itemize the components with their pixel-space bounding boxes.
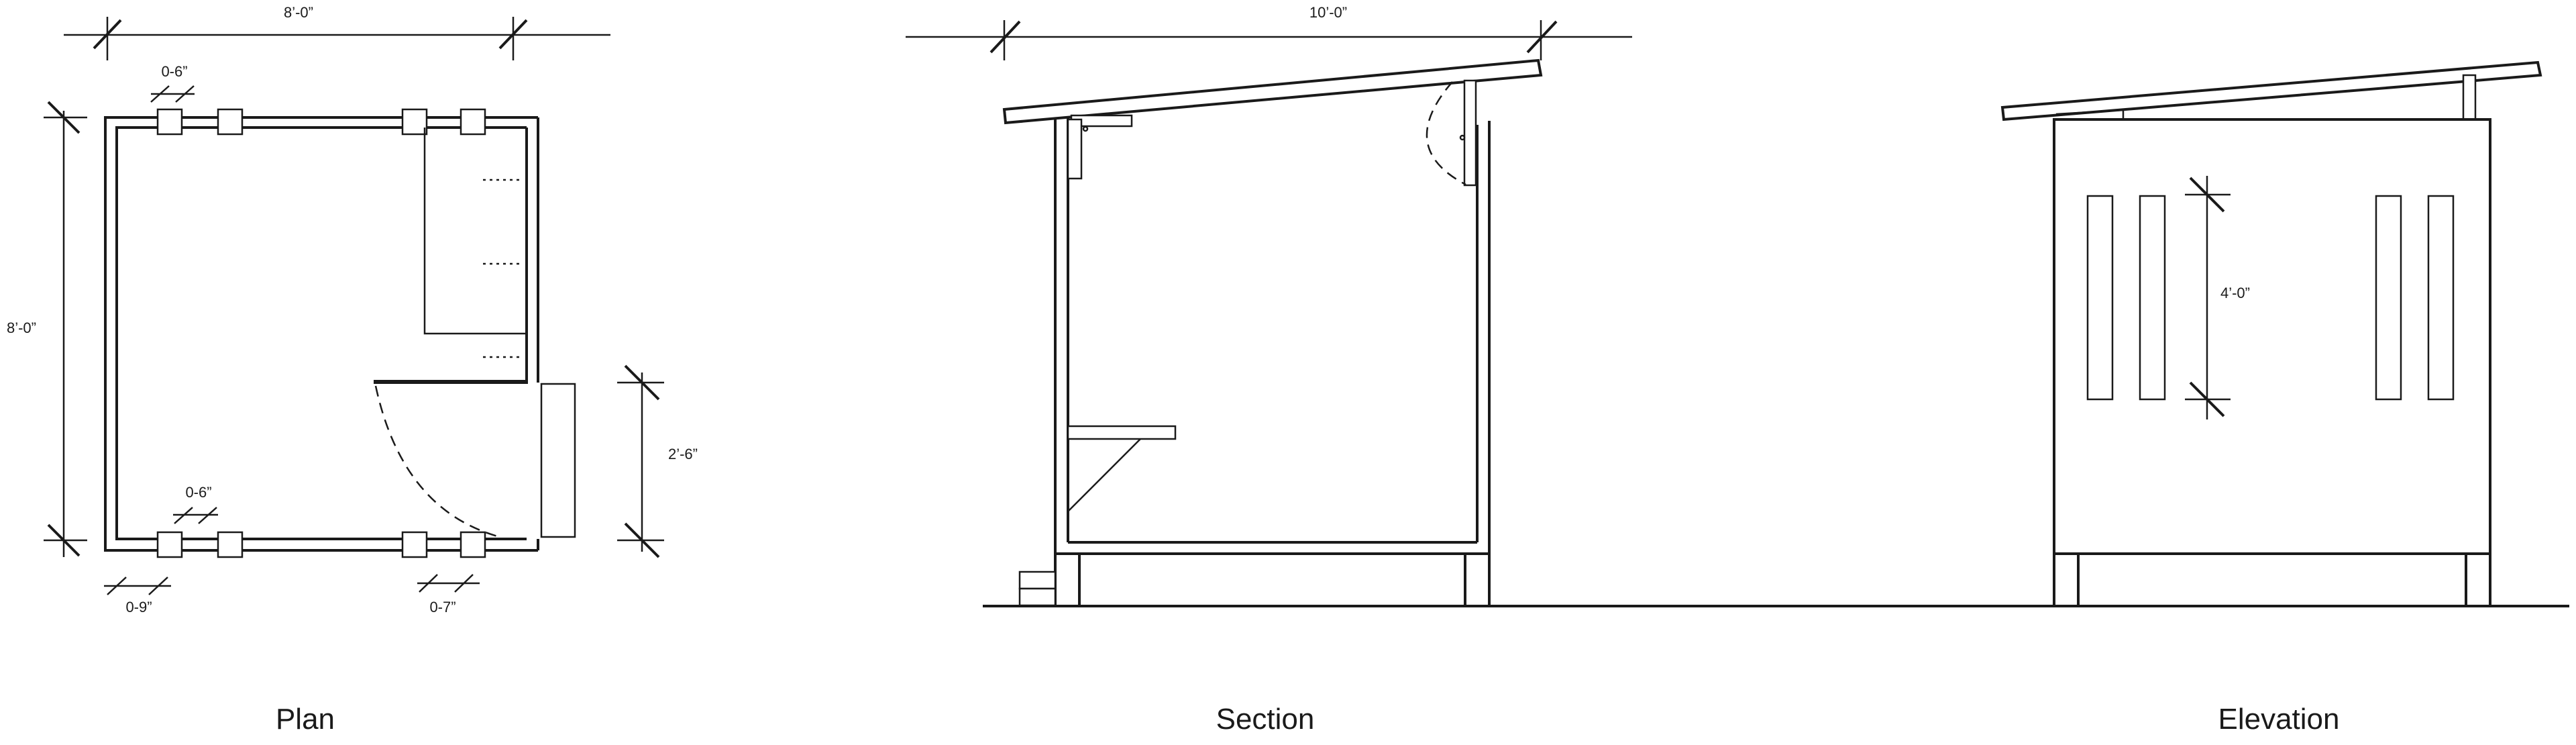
section-step <box>1018 570 1057 607</box>
elevation-roof <box>2000 60 2542 121</box>
plan-door <box>374 383 576 538</box>
section-walls <box>1054 117 1491 555</box>
elevation-window-dimension: 4’-0” <box>2185 176 2250 419</box>
elevation-window-label: 4’-0” <box>2220 285 2250 301</box>
section-width-dimension: 10’-0” <box>906 4 1632 60</box>
plan-width-dimension: 8’-0” <box>64 4 610 60</box>
plan-bottom-spacing-dimension: 0-6” <box>173 484 218 524</box>
plan-bottom-left-label: 0-9” <box>125 599 152 615</box>
elevation-roof-post <box>2462 74 2477 121</box>
plan-top-spacing-dimension: 0-6” <box>150 63 195 103</box>
plan-purlins-top <box>156 108 486 136</box>
section-left-vent <box>1067 114 1133 180</box>
plan-top-spacing-label: 0-6” <box>161 63 187 80</box>
plan-view: 8’-0” 8’-0” <box>7 4 698 736</box>
elevation-view: 4’-0” Elevation <box>2000 60 2542 736</box>
section-right-vent <box>1426 79 1477 187</box>
section-view: 10’-0” <box>906 4 1632 736</box>
plan-door-dimension: 2’-6” <box>617 364 698 558</box>
plan-door-label: 2’-6” <box>668 446 698 462</box>
plan-bottom-right-dimension: 0-7” <box>417 574 480 615</box>
plan-height-dimension: 8’-0” <box>7 101 87 557</box>
section-width-label: 10’-0” <box>1309 4 1347 21</box>
plan-caption: Plan <box>276 703 335 736</box>
section-foundation <box>1054 552 1491 607</box>
section-roof <box>1002 58 1543 125</box>
plan-height-label: 8’-0” <box>7 319 36 336</box>
plan-walls <box>104 116 539 552</box>
plan-bottom-spacing-label: 0-6” <box>185 484 211 501</box>
elevation-foundation <box>2053 552 2491 607</box>
elevation-windows <box>2086 195 2455 401</box>
plan-cabinet <box>423 128 527 358</box>
section-caption: Section <box>1216 703 1315 736</box>
elevation-wall <box>2053 118 2491 555</box>
plan-bottom-left-dimension: 0-9” <box>104 577 171 615</box>
elevation-caption: Elevation <box>2218 703 2339 736</box>
plan-purlins-bottom <box>156 531 486 558</box>
plan-width-label: 8’-0” <box>284 4 313 21</box>
section-shelf <box>1067 425 1177 512</box>
plan-bottom-right-label: 0-7” <box>429 599 455 615</box>
